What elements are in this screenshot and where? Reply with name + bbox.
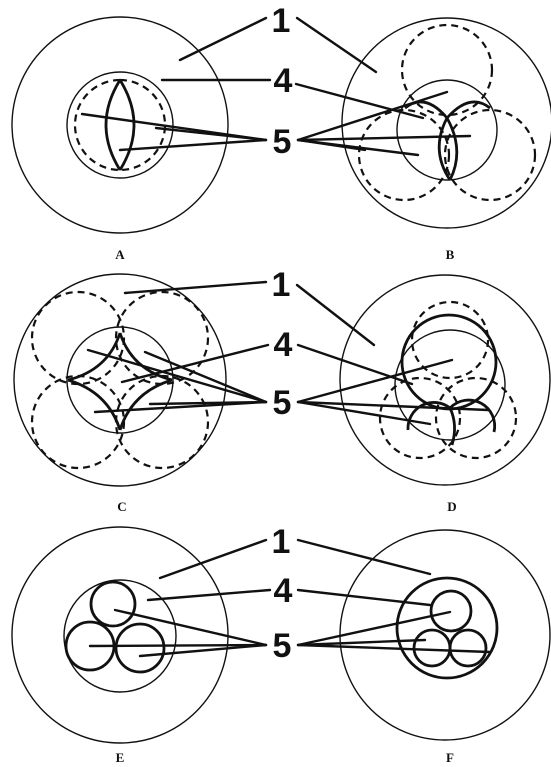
callout-number-5: 5	[273, 384, 292, 422]
outer-circle	[339, 274, 551, 486]
callout-number-4: 4	[274, 572, 293, 610]
panel-label-d: D	[447, 499, 456, 514]
dashed-circle-left	[357, 108, 451, 202]
leader-line	[295, 283, 376, 347]
panel-label-e: E	[116, 750, 125, 765]
dashed-circle-top	[400, 23, 494, 117]
solid-arc	[118, 79, 136, 171]
panel-label-a: A	[115, 247, 125, 262]
solid-arc	[437, 117, 452, 181]
solid-arc	[404, 100, 449, 119]
leader-line	[296, 588, 432, 607]
leader-line	[146, 588, 272, 602]
solid-circle	[429, 589, 473, 633]
leader-line	[123, 280, 268, 295]
panel-a	[11, 16, 229, 234]
dashed-arc-left	[73, 78, 121, 172]
solid-arc	[448, 398, 497, 433]
leader-line	[296, 610, 452, 647]
leader-line	[154, 126, 268, 142]
inner-circle	[66, 326, 174, 434]
leader-line	[296, 358, 454, 404]
inner-circle	[63, 579, 177, 693]
panel-label-f: F	[446, 750, 454, 765]
solid-arc	[406, 401, 451, 431]
leader-line	[296, 343, 414, 386]
inner-circle	[396, 79, 498, 181]
inner-circle	[66, 71, 174, 179]
solid-arc	[67, 378, 122, 431]
dashed-circle	[30, 290, 126, 386]
dashed-circle	[434, 376, 518, 460]
dashed-arc-right	[119, 78, 167, 172]
leader-line	[178, 16, 268, 62]
leader-line	[296, 638, 427, 647]
dashed-circle	[410, 300, 490, 380]
outer-circle	[11, 16, 229, 234]
leader-line	[138, 643, 268, 658]
callout-number-1: 1	[272, 266, 291, 304]
outer-circle	[341, 17, 551, 229]
leader-line	[120, 343, 270, 384]
solid-circle	[448, 628, 488, 668]
leader-lines	[80, 16, 492, 658]
leader-line	[296, 400, 490, 412]
panel-label-c: C	[117, 499, 126, 514]
leader-line	[296, 90, 449, 142]
leader-line	[295, 16, 378, 74]
dashed-circle	[114, 290, 210, 386]
callout-number-1: 1	[272, 523, 291, 561]
inner-circle	[395, 576, 499, 680]
leader-line	[296, 538, 432, 576]
leader-line	[113, 608, 268, 647]
inner-circle	[394, 329, 506, 441]
leader-line	[158, 538, 268, 580]
leader-line	[296, 138, 367, 152]
leader-line	[294, 82, 425, 120]
solid-circle	[114, 622, 166, 674]
callout-number-5: 5	[273, 627, 292, 665]
panel-f	[339, 529, 551, 741]
solid-arc	[118, 332, 173, 382]
panel-b	[341, 17, 551, 229]
leader-line	[88, 643, 268, 648]
leader-line	[143, 350, 268, 404]
leader-line	[118, 138, 268, 152]
dashed-circle-right	[443, 108, 537, 202]
leader-line	[86, 348, 268, 404]
leader-line	[148, 400, 268, 406]
panel-label-b: B	[446, 247, 455, 262]
panel-e	[11, 526, 229, 744]
solid-circle	[89, 580, 137, 628]
solid-arc	[445, 117, 459, 181]
solid-arc	[118, 378, 173, 431]
solid-arc	[448, 407, 456, 446]
panel-d	[339, 274, 551, 486]
leader-line	[296, 400, 432, 426]
outer-circle	[13, 273, 227, 487]
callout-number-5: 5	[273, 123, 292, 161]
panel-c	[13, 273, 227, 487]
leader-line	[296, 134, 472, 142]
dashed-circle	[30, 374, 126, 470]
solid-arc	[104, 79, 122, 171]
callout-number-4: 4	[274, 326, 293, 364]
solid-circle	[412, 628, 452, 668]
leader-line	[296, 643, 492, 654]
dashed-circle	[114, 374, 210, 470]
dashed-circle	[378, 376, 462, 460]
solid-arc	[445, 100, 491, 119]
solid-arc	[67, 332, 122, 382]
callout-number-4: 4	[274, 62, 293, 100]
callout-number-1: 1	[272, 2, 291, 40]
